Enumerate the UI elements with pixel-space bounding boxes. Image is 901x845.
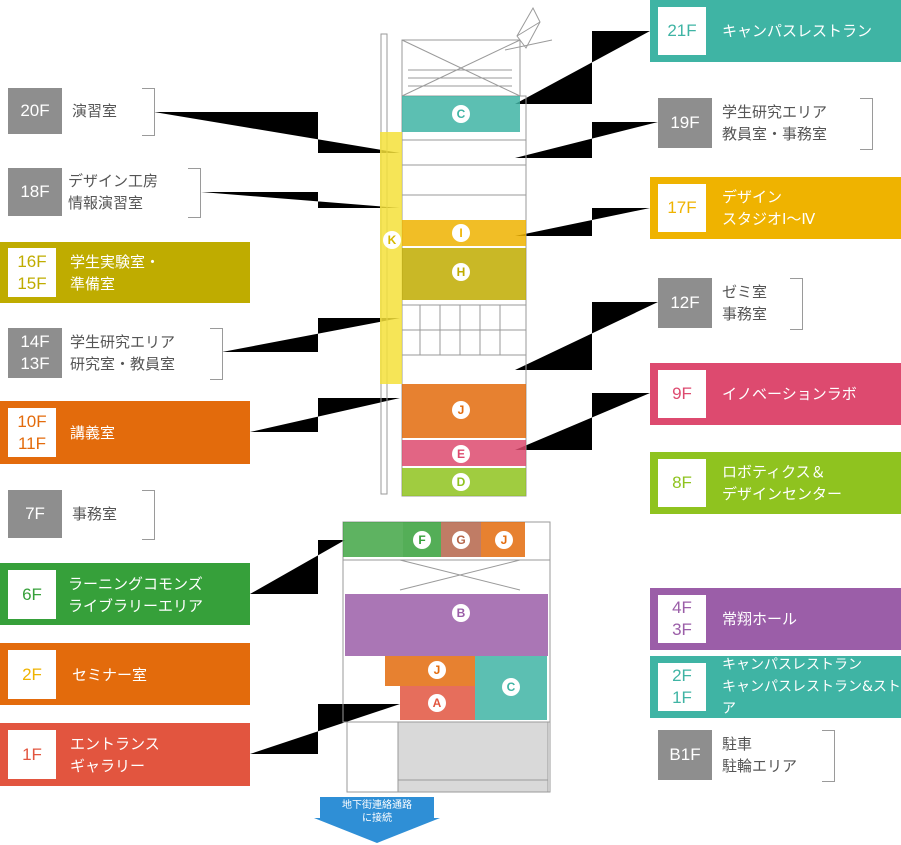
floor-label-16f-15f: 学生実験室・ 準備室 <box>70 252 161 293</box>
zone-marker-d: D <box>457 475 466 489</box>
zone-marker-c: C <box>457 107 466 121</box>
floor-chip-16f-15f: 16F 15F <box>8 248 56 297</box>
floor-chip-2f-left: 2F <box>8 650 56 699</box>
floor-chip-1f-left: 1F <box>8 730 56 779</box>
floor-label-1f-left: エントランス ギャラリー <box>70 734 160 775</box>
floor-label-8f: ロボティクス＆ デザインセンター <box>722 463 843 503</box>
floor-chip-12f: 12F <box>658 278 712 328</box>
zone-marker-j-low: J <box>434 663 441 677</box>
floor-label-19f: 学生研究エリア 教員室・事務室 <box>722 103 828 143</box>
floor-chip-8f: 8F <box>658 459 706 507</box>
floor-chip-19f: 19F <box>658 98 712 148</box>
zone-marker-j-top: J <box>458 403 465 417</box>
zone-marker-e: E <box>457 447 465 461</box>
arrow-text-line2: に接続 <box>362 813 392 824</box>
floor-label-17f: デザイン スタジオⅠ～Ⅳ <box>722 188 816 228</box>
zone-marker-h: H <box>457 265 466 279</box>
floor-chip-9f: 9F <box>658 370 706 418</box>
zone-marker-g: G <box>456 533 465 547</box>
floor-chip-20f: 20F <box>8 88 62 134</box>
floor-chip-6f: 6F <box>8 570 56 619</box>
floor-label-14f-13f: 学生研究エリア 研究室・教員室 <box>70 333 176 373</box>
zone-marker-c-low: C <box>507 680 516 694</box>
floor-chip-10f-11f: 10F 11F <box>8 408 56 457</box>
floor-label-20f: 演習室 <box>72 102 118 120</box>
zone-marker-f: F <box>418 533 425 547</box>
floor-chip-b1f: B1F <box>658 730 712 780</box>
floor-label-6f: ラーニングコモンズ ライブラリーエリア <box>68 574 204 615</box>
floor-label-7f: 事務室 <box>72 505 118 523</box>
floor-chip-18f: 18F <box>8 168 62 216</box>
zone-marker-b: B <box>457 606 466 620</box>
zone-marker-a: A <box>433 696 442 710</box>
floor-label-9f: イノベーションラボ <box>722 385 857 403</box>
floor-chip-21f: 21F <box>658 7 706 55</box>
floor-chip-2f-1f-right: 2F 1F <box>658 663 706 711</box>
floor-label-4f-3f: 常翔ホール <box>722 610 798 628</box>
zone-marker-j-mid: J <box>501 533 508 547</box>
zone-marker-k: K <box>388 233 397 247</box>
floor-label-2f-left: セミナー室 <box>72 665 148 684</box>
floor-chip-17f: 17F <box>658 184 706 232</box>
floor-label-b1f: 駐車 駐輪エリア <box>722 735 798 775</box>
floor-chip-7f: 7F <box>8 490 62 538</box>
floor-label-10f-11f: 講義室 <box>70 423 116 442</box>
floor-label-18f: デザイン工房 情報演習室 <box>68 172 159 212</box>
zone-marker-i: I <box>459 226 462 240</box>
floor-chip-14f-13f: 14F 13F <box>8 328 62 378</box>
arrow-text-line1: 地下街連絡通路 <box>342 800 412 811</box>
floor-label-21f: キャンパスレストラン <box>722 22 873 40</box>
underground-connection-arrow: 地下街連絡通路 に接続 <box>320 799 434 825</box>
floor-label-2f-1f-right: キャンパスレストラン キャンパスレストラン&ストア <box>722 657 901 717</box>
floor-chip-4f-3f: 4F 3F <box>658 595 706 643</box>
floor-label-12f: ゼミ室 事務室 <box>722 283 768 323</box>
